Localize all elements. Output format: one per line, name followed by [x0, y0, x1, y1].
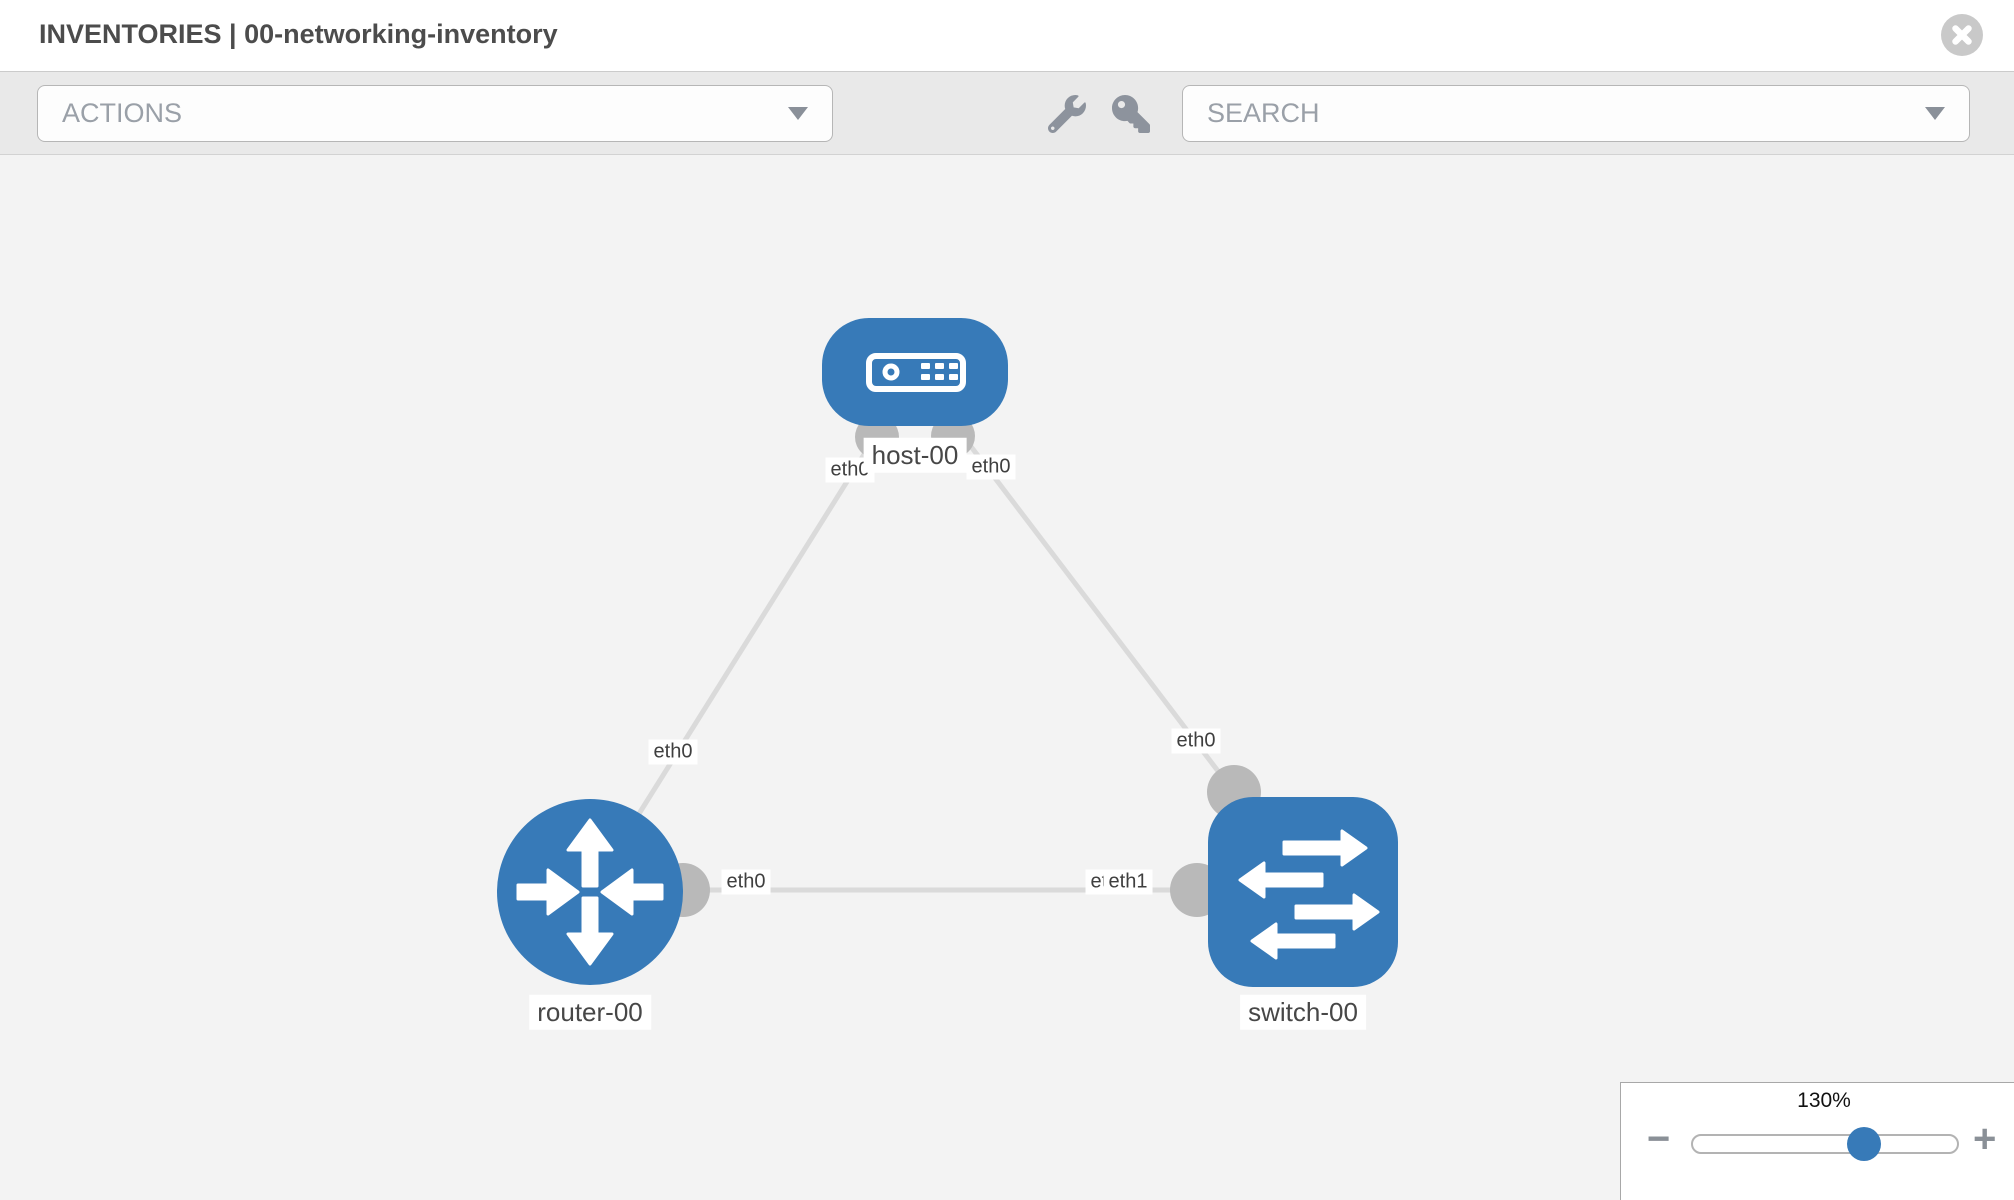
chevron-down-icon	[1925, 107, 1945, 120]
wrench-icon[interactable]	[1048, 95, 1086, 133]
topology-canvas[interactable]: eth0 host-00 eth0 eth0 eth0 eth0 eth0 et…	[0, 155, 2014, 1200]
interface-label: eth0	[721, 869, 771, 895]
actions-dropdown[interactable]: ACTIONS	[37, 85, 833, 142]
panel-header: INVENTORIES | 00-networking-inventory	[0, 0, 2014, 72]
interface-label: eth1	[1103, 869, 1153, 895]
node-router-00[interactable]	[497, 799, 683, 985]
chevron-down-icon	[788, 107, 808, 120]
zoom-slider-knob[interactable]	[1847, 1127, 1881, 1161]
key-icon[interactable]	[1112, 95, 1150, 133]
close-button[interactable]	[1941, 14, 1983, 56]
topology-graph	[497, 318, 1398, 987]
node-host-00[interactable]	[822, 318, 1008, 426]
interface-label: eth0	[825, 457, 875, 483]
search-placeholder: SEARCH	[1207, 98, 1320, 128]
zoom-level: 130%	[1797, 1089, 1851, 1112]
node-switch-00[interactable]	[1208, 797, 1398, 987]
interface-label: eth0	[966, 454, 1016, 480]
node-label-host: host-00	[863, 437, 967, 473]
zoom-control-panel: 130% − +	[1620, 1082, 2014, 1200]
search-dropdown[interactable]: SEARCH	[1182, 85, 1970, 142]
toolbar: ACTIONS SEARCH	[0, 72, 2014, 155]
zoom-out-button[interactable]: −	[1647, 1117, 1671, 1161]
router-icon	[516, 818, 664, 966]
zoom-in-button[interactable]: +	[1973, 1117, 1997, 1161]
page-title: INVENTORIES | 00-networking-inventory	[39, 19, 558, 49]
interface-label: eth0	[648, 739, 698, 765]
zoom-slider-track[interactable]	[1691, 1134, 1959, 1154]
switch-icon	[1238, 829, 1380, 960]
close-icon	[1952, 25, 1972, 45]
node-label-router: router-00	[529, 994, 651, 1030]
interface-label: eth0	[1171, 728, 1221, 754]
node-label-switch: switch-00	[1240, 994, 1366, 1030]
actions-dropdown-label: ACTIONS	[62, 98, 183, 128]
host-icon	[866, 353, 966, 392]
